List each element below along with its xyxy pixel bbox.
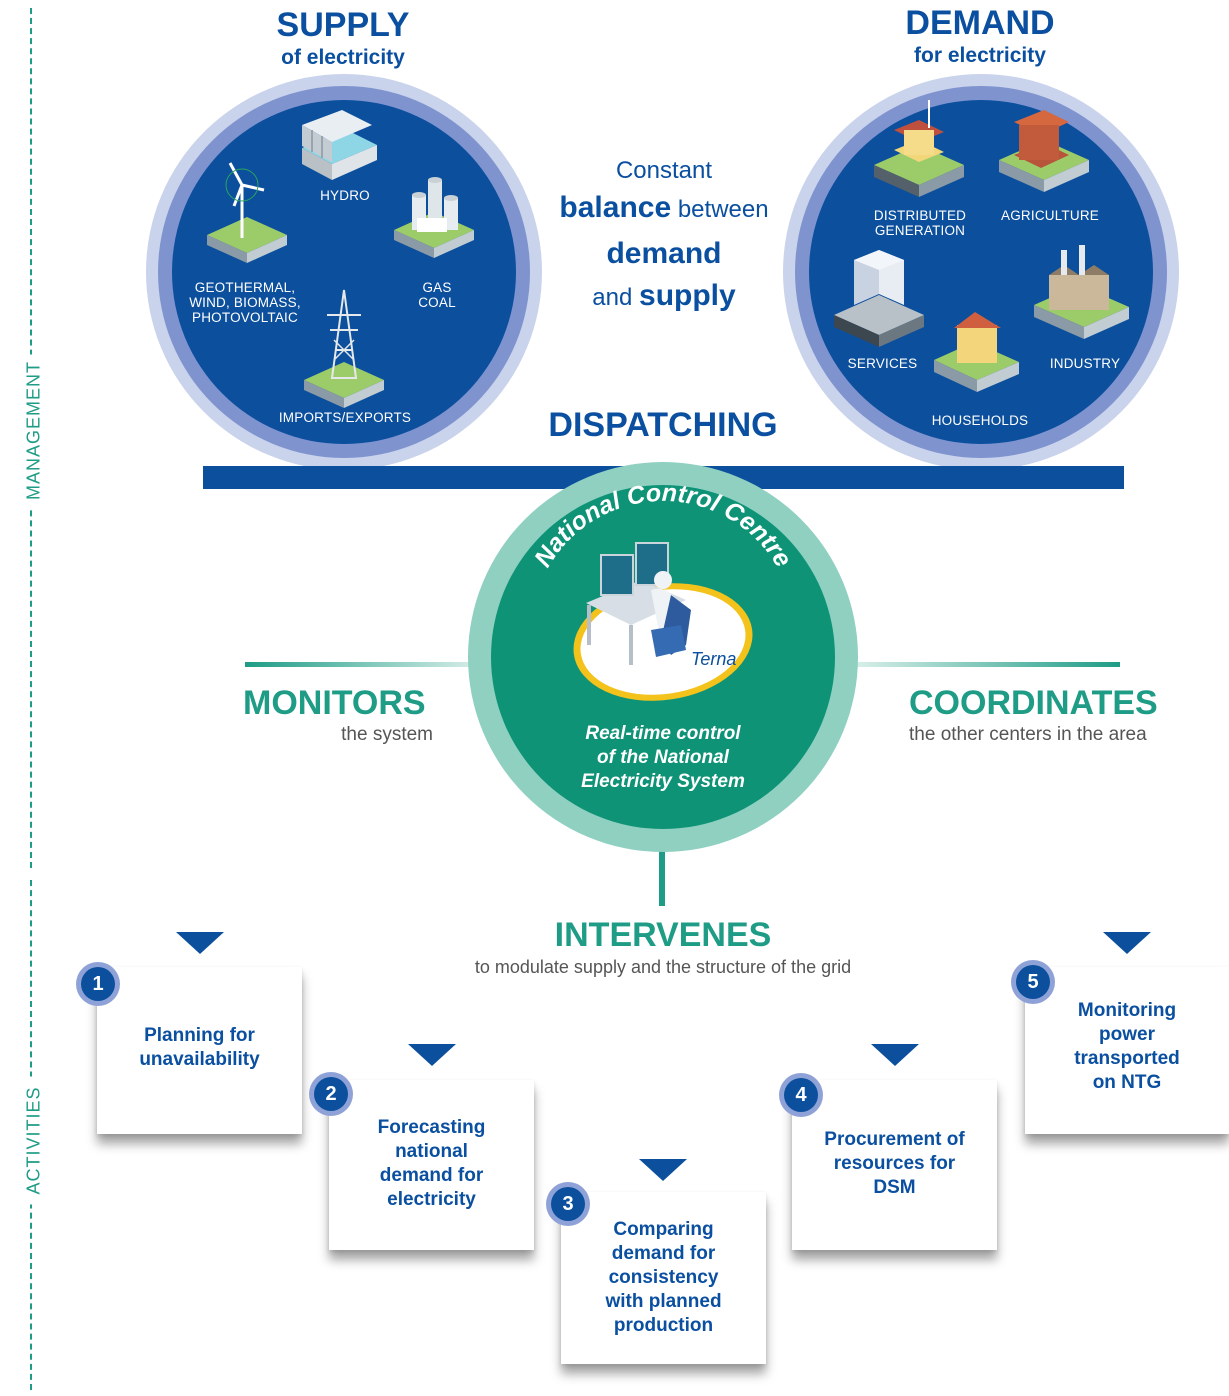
supply-word: supply — [639, 279, 736, 312]
dispatching-title: DISPATCHING — [548, 406, 778, 444]
activities-label: ACTIVITIES — [23, 1076, 45, 1205]
hydro-dam-icon — [302, 110, 377, 180]
distributed-generation-label: DISTRIBUTED GENERATION — [873, 208, 967, 238]
arrow-2-icon — [408, 1044, 456, 1066]
coordinates-line — [855, 662, 1120, 667]
demand-title: DEMAND — [905, 4, 1055, 42]
transmission-tower-icon — [304, 289, 384, 408]
activity-badge-3: 3 — [546, 1182, 590, 1226]
coordinates-subtitle: the other centers in the area — [909, 724, 1147, 745]
wind-turbine-icon — [207, 162, 287, 263]
arrow-4-icon — [871, 1044, 919, 1066]
supply-subtitle: of electricity — [281, 46, 405, 69]
coordinates-title: COORDINATES — [909, 684, 1158, 722]
activity-card-2 — [329, 1080, 534, 1250]
badge-number: 4 — [784, 1078, 818, 1112]
activity-text-5: Monitoring power transported on NTG — [1074, 1000, 1180, 1093]
activity-text-1: Planning for unavailability — [139, 1025, 260, 1070]
description-line: Real-time control — [585, 723, 741, 744]
control-centre-illustration: National Control Centre Terna — [529, 485, 797, 701]
control-centre-description: Real-time control of the National Electr… — [540, 722, 786, 794]
activity-badge-5: 5 — [1011, 960, 1055, 1004]
industry-factory-icon — [1034, 245, 1129, 339]
households-icon — [934, 312, 1019, 392]
arrow-1-icon — [176, 932, 224, 954]
industry-label: INDUSTRY — [1049, 356, 1121, 371]
imports-exports-label: IMPORTS/EXPORTS — [278, 410, 412, 425]
description-line: Electricity System — [581, 771, 745, 792]
activity-badge-1: 1 — [76, 962, 120, 1006]
arrow-5-icon — [1103, 932, 1151, 954]
agriculture-label: AGRICULTURE — [1001, 208, 1099, 223]
agriculture-barn-icon — [999, 110, 1089, 192]
badge-number: 1 — [81, 967, 115, 1001]
activity-card-3 — [561, 1192, 766, 1364]
gas-plant-icon — [394, 177, 474, 258]
balance-text: Constant balance between demand and supp… — [540, 156, 788, 324]
monitors-title: MONITORS — [243, 684, 426, 722]
services-building-icon — [834, 250, 924, 347]
activity-card-1 — [97, 967, 302, 1134]
activity-card-4 — [792, 1080, 997, 1250]
activity-text-4: Procurement of resources for DSM — [824, 1129, 965, 1198]
supply-title: SUPPLY — [276, 6, 410, 44]
terna-logo: Terna — [691, 649, 736, 669]
demand-subtitle: for electricity — [914, 44, 1046, 67]
households-label: HOUSEHOLDS — [931, 413, 1029, 428]
geothermal-label: GEOTHERMAL, WIND, BIOMASS, PHOTOVOLTAIC — [189, 280, 301, 325]
badge-number: 2 — [314, 1077, 348, 1111]
management-label: MANAGEMENT — [23, 354, 45, 507]
intervenes-subtitle: to modulate supply and the structure of … — [474, 957, 852, 977]
between-word: between — [671, 196, 769, 223]
badge-number: 5 — [1016, 965, 1050, 999]
activity-text-2: Forecasting national demand for electric… — [377, 1117, 486, 1210]
arrow-3-icon — [639, 1159, 687, 1181]
intervenes-title: INTERVENES — [554, 916, 772, 954]
activity-badge-2: 2 — [309, 1072, 353, 1116]
activity-text-3: Comparing demand for consistency with pl… — [605, 1219, 722, 1336]
intervenes-connector — [659, 838, 665, 906]
monitors-subtitle: the system — [341, 724, 433, 745]
hydro-label: HYDRO — [320, 188, 370, 203]
services-label: SERVICES — [847, 356, 918, 371]
balance-line-3: demand — [606, 237, 722, 270]
gas-coal-label: GAS COAL — [418, 280, 456, 310]
supply-illustration — [207, 110, 474, 408]
activity-badge-4: 4 — [779, 1073, 823, 1117]
monitors-line — [245, 662, 480, 667]
badge-number: 3 — [551, 1187, 585, 1221]
distributed-generation-icon — [874, 100, 964, 197]
balance-line-2: balance between — [540, 186, 788, 235]
description-line: of the National — [597, 747, 729, 768]
balance-line-1: Constant — [615, 157, 713, 184]
balance-line-4: and supply — [540, 273, 788, 324]
and-word: and — [592, 284, 640, 311]
balance-word: balance — [559, 191, 672, 224]
activity-card-5 — [1025, 967, 1229, 1134]
demand-illustration — [834, 100, 1129, 392]
